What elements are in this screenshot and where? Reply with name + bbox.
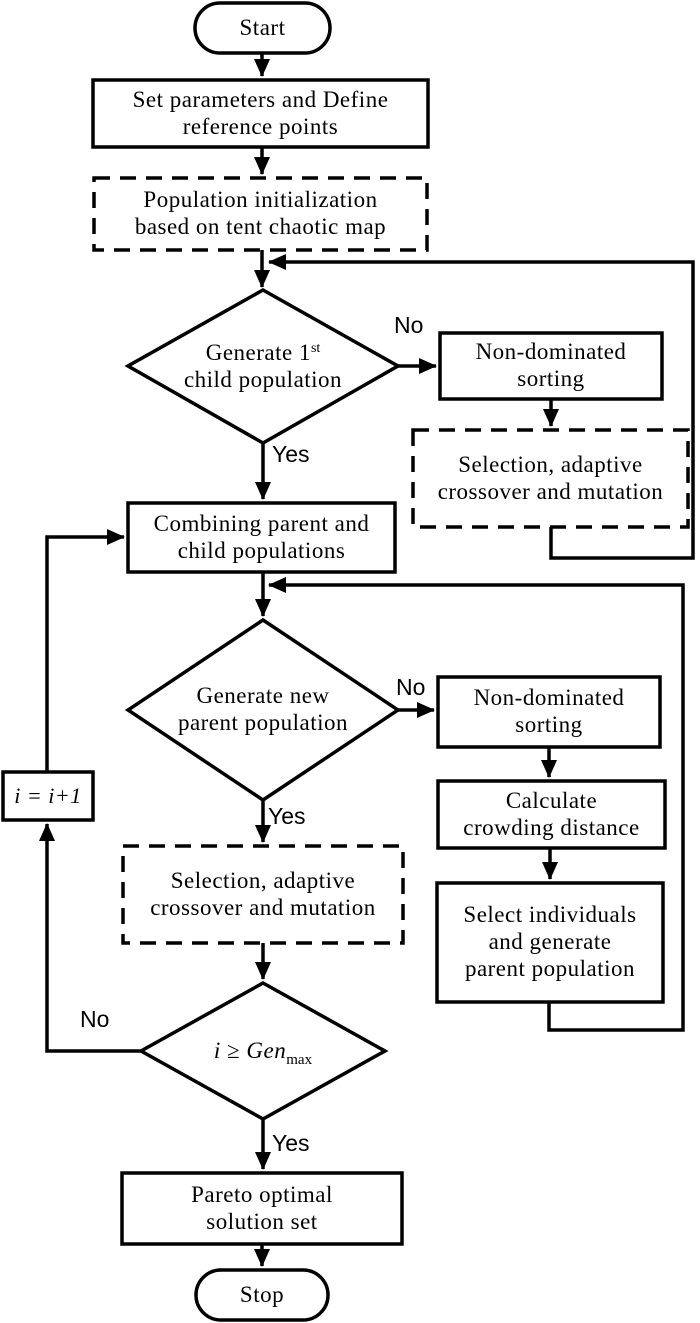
select-individuals-line2: and generate	[488, 929, 612, 955]
first-diamond-line1-text: Generate 1	[205, 339, 311, 365]
first-diamond-ordinal: st	[310, 340, 321, 356]
stop-label: Stop	[196, 1270, 328, 1320]
sorting1-label: Non-dominated sorting	[440, 333, 662, 399]
third-diamond-text: i ≥ Genmax	[213, 1037, 313, 1068]
pareto-label: Pareto optimal solution set	[122, 1173, 402, 1244]
stop-terminator-shape	[194, 1268, 330, 1322]
selection2-label: Selection, adaptive crossover and mutati…	[123, 846, 403, 943]
sorting2-line2: sorting	[515, 712, 583, 737]
set-parameters-line2: reference points	[182, 113, 339, 139]
no-label-first-diamond: No	[394, 312, 424, 338]
no-label-third-diamond: No	[80, 1006, 110, 1032]
edge-loop-select-individuals-return	[268, 577, 685, 1032]
stop-text: Stop	[239, 1281, 285, 1307]
selection2-line1: Selection, adaptive	[170, 867, 356, 893]
set-parameters-shape	[91, 78, 430, 149]
sorting2-line1: Non-dominated	[473, 685, 625, 711]
edge-no-third-diamond-to-increment	[39, 823, 141, 1053]
crowding-line1: Calculate	[505, 787, 598, 813]
sorting2-shape	[436, 675, 662, 749]
first-diamond-shape	[124, 287, 402, 446]
combining-line2: child populations	[177, 537, 346, 563]
sorting1-line1: Non-dominated	[475, 339, 627, 365]
selection1-label: Selection, adaptive crossover and mutati…	[413, 430, 688, 527]
increment-label: i = i+1	[3, 772, 93, 820]
yes-label-first-diamond: Yes	[272, 441, 310, 467]
first-diamond-line2: child population	[183, 366, 343, 392]
select-individuals-line3: parent population	[464, 955, 636, 981]
crowding-shape	[436, 779, 667, 850]
population-init-label: Population initialization based on tent …	[94, 178, 427, 250]
crowding-label: Calculate crowding distance	[438, 781, 665, 848]
pareto-shape	[120, 1171, 404, 1246]
third-diamond-label: i ≥ Genmax	[141, 983, 385, 1119]
population-init-line2: based on tent chaotic map	[134, 214, 387, 239]
sorting1-line2: sorting	[517, 366, 585, 391]
combining-label: Combining parent and child populations	[128, 503, 395, 572]
start-text: Start	[239, 14, 286, 40]
selection1-line1: Selection, adaptive	[458, 451, 643, 477]
select-individuals-line1: Select individuals	[463, 902, 637, 928]
third-diamond-shape	[137, 980, 389, 1122]
generation-check-subscript: max	[286, 1051, 313, 1068]
second-diamond-shape	[124, 617, 402, 803]
select-individuals-label: Select individuals and generate parent p…	[437, 883, 663, 1002]
generation-check-expression: i ≥ Gen	[213, 1037, 287, 1063]
second-diamond-line2: parent population	[177, 710, 349, 735]
selection1-shape	[411, 428, 690, 529]
yes-label-third-diamond: Yes	[272, 1130, 310, 1156]
pareto-line1: Pareto optimal	[191, 1181, 333, 1207]
sorting1-shape	[438, 331, 664, 401]
crowding-line2: crowding distance	[463, 814, 640, 840]
first-diamond-label: Generate 1st child population	[128, 290, 398, 443]
selection2-line2: crossover and mutation	[150, 894, 376, 920]
no-label-second-diamond: No	[396, 674, 426, 700]
pareto-line2: solution set	[206, 1208, 318, 1234]
population-init-line1: Population initialization	[143, 187, 378, 213]
start-label: Start	[195, 3, 330, 53]
second-diamond-line1: Generate new	[196, 683, 330, 709]
edge-loop-selection1-return	[268, 254, 695, 560]
increment-shape	[1, 770, 95, 822]
combining-shape	[126, 501, 397, 574]
selection2-shape	[121, 844, 405, 945]
first-diamond-line1: Generate 1st	[206, 340, 321, 367]
yes-label-second-diamond: Yes	[268, 803, 306, 829]
increment-text: i = i+1	[14, 783, 82, 809]
sorting2-label: Non-dominated sorting	[438, 677, 660, 747]
set-parameters-line1: Set parameters and Define	[132, 86, 389, 112]
population-init-shape	[92, 176, 429, 252]
set-parameters-label: Set parameters and Define reference poin…	[93, 80, 428, 147]
start-terminator-shape	[193, 1, 332, 55]
edge-increment-to-combining	[45, 529, 125, 772]
combining-line1: Combining parent and	[153, 510, 370, 536]
selection1-line2: crossover and mutation	[437, 478, 664, 504]
second-diamond-label: Generate new parent population	[128, 620, 398, 800]
select-individuals-shape	[435, 881, 665, 1004]
